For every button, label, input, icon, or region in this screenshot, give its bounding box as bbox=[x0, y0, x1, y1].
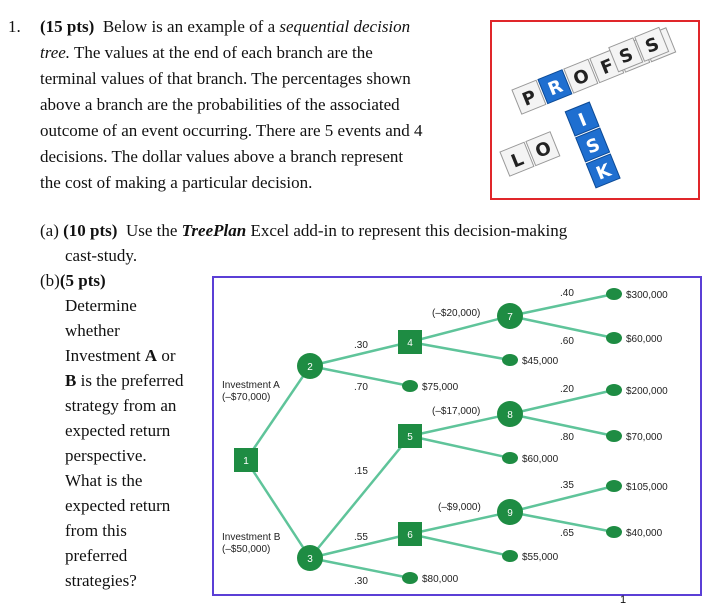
cost-label: (–$20,000) bbox=[432, 308, 480, 319]
prob-label: .30 bbox=[354, 576, 368, 587]
prob-label: .65 bbox=[560, 528, 574, 539]
tree-branches bbox=[244, 292, 615, 580]
cost-label: (–$17,000) bbox=[432, 406, 480, 417]
cost-label: (–$9,000) bbox=[438, 502, 481, 513]
investment-a-cost: (–$70,000) bbox=[222, 392, 270, 403]
part-b-points: (5 pts) bbox=[59, 271, 106, 290]
part-b-line: What is the bbox=[65, 471, 143, 490]
page-number: 1 bbox=[620, 594, 627, 606]
payoff-label: $105,000 bbox=[626, 482, 668, 493]
node-label: 5 bbox=[407, 432, 413, 443]
prob-label: .15 bbox=[354, 466, 368, 477]
question-emphasis: tree. bbox=[40, 43, 71, 62]
question-emphasis: sequential decision bbox=[279, 17, 411, 36]
payoff-label: $55,000 bbox=[522, 552, 559, 563]
option-a: A bbox=[144, 346, 158, 365]
part-b-line: preferred bbox=[65, 546, 128, 565]
question-line-6: decisions. The dollar values above a bra… bbox=[40, 147, 404, 166]
event-node-7: 7 bbox=[497, 303, 523, 329]
part-b-heading: (b)(5 pts) bbox=[40, 268, 106, 293]
prob-label: .40 bbox=[560, 288, 574, 299]
part-a-text: Use the bbox=[125, 221, 182, 240]
node-label: 3 bbox=[307, 554, 313, 565]
event-node-2: 2 bbox=[297, 353, 323, 379]
payoff-label: $40,000 bbox=[626, 528, 663, 539]
event-node-9: 9 bbox=[497, 499, 523, 525]
question-line-3: terminal values of that branch. The perc… bbox=[40, 69, 411, 88]
profit-loss-risk-image: P R O F I T I S K L O S S bbox=[490, 20, 700, 200]
investment-b-cost: (–$50,000) bbox=[222, 544, 270, 555]
node-label: 7 bbox=[507, 312, 513, 323]
node-label: 4 bbox=[407, 338, 413, 349]
payoff-label: $45,000 bbox=[522, 356, 559, 367]
part-b-line: strategy from an bbox=[65, 396, 177, 415]
payoff-label: $300,000 bbox=[626, 290, 668, 301]
question-text: The values at the end of each branch are… bbox=[70, 43, 373, 62]
question-line-7: the cost of making a particular decision… bbox=[40, 173, 313, 192]
event-node-8: 8 bbox=[497, 401, 523, 427]
node-label: 6 bbox=[407, 530, 413, 541]
investment-a-label: Investment A bbox=[222, 380, 280, 391]
prob-label: .20 bbox=[560, 384, 574, 395]
part-b-line: from this bbox=[65, 521, 127, 540]
part-b-label: (b) bbox=[40, 271, 60, 290]
prob-label: .30 bbox=[354, 340, 368, 351]
option-b: B bbox=[65, 371, 77, 390]
event-node-3: 3 bbox=[297, 545, 323, 571]
prob-label: .70 bbox=[354, 382, 368, 393]
part-b-line: whether bbox=[65, 321, 120, 340]
cube-letter: O bbox=[532, 137, 554, 162]
cube-row-loss: L O S S bbox=[499, 26, 670, 177]
prob-label: .35 bbox=[560, 480, 574, 491]
question-line-1: (15 pts) Below is an example of a sequen… bbox=[40, 14, 410, 39]
decision-tree-diagram: 1 4 5 6 2 3 7 8 9 Investment A (–$70,000… bbox=[212, 276, 702, 596]
part-a-line-1: (a) (10 pts) Use the TreePlan Excel add-… bbox=[40, 218, 567, 243]
part-b-line: Investment A or bbox=[65, 346, 176, 365]
decision-node-1: 1 bbox=[234, 448, 258, 472]
part-b-line: expected return bbox=[65, 421, 171, 440]
part-b-line: perspective. bbox=[65, 446, 147, 465]
prob-label: .55 bbox=[354, 532, 368, 543]
question-line-4: above a branch are the probabilities of … bbox=[40, 95, 400, 114]
part-a-label: (a) bbox=[40, 221, 59, 240]
payoff-label: $70,000 bbox=[626, 432, 663, 443]
payoff-label: $60,000 bbox=[522, 454, 559, 465]
cube-letter: O bbox=[570, 65, 592, 90]
part-a-points: (10 pts) bbox=[63, 221, 118, 240]
node-label: 1 bbox=[243, 456, 249, 467]
part-a-text: Excel add-in to represent this decision-… bbox=[246, 221, 568, 240]
part-b-line: Determine bbox=[65, 296, 137, 315]
question-line-2: tree. The values at the end of each bran… bbox=[40, 40, 373, 65]
payoff-label: $80,000 bbox=[422, 574, 459, 585]
prob-label: .80 bbox=[560, 432, 574, 443]
payoff-label: $75,000 bbox=[422, 382, 459, 393]
decision-node-6: 6 bbox=[398, 522, 422, 546]
node-label: 9 bbox=[507, 508, 513, 519]
part-a-line-2: cast-study. bbox=[65, 246, 138, 265]
node-label: 8 bbox=[507, 410, 513, 421]
question-text: Below is an example of a bbox=[102, 17, 280, 36]
risk-cubes-illustration: P R O F I T I S K L O S S bbox=[499, 26, 677, 189]
decision-node-4: 4 bbox=[398, 330, 422, 354]
question-line-5: outcome of an event occurring. There are… bbox=[40, 121, 423, 140]
prob-label: .60 bbox=[560, 336, 574, 347]
payoff-label: $60,000 bbox=[626, 334, 663, 345]
terminal-nodes bbox=[402, 288, 622, 584]
investment-b-label: Investment B bbox=[222, 532, 281, 543]
question-points: (15 pts) bbox=[40, 17, 95, 36]
question-number: 1. bbox=[8, 17, 21, 36]
part-b-line: B is the preferred bbox=[65, 371, 184, 390]
part-b-line: strategies? bbox=[65, 571, 137, 590]
node-label: 2 bbox=[307, 362, 313, 373]
part-b-line: expected return bbox=[65, 496, 171, 515]
decision-node-5: 5 bbox=[398, 424, 422, 448]
decision-tree-svg: 1 4 5 6 2 3 7 8 9 Investment A (–$70,000… bbox=[222, 288, 668, 587]
treeplan-name: TreePlan bbox=[181, 221, 247, 240]
payoff-label: $200,000 bbox=[626, 386, 668, 397]
